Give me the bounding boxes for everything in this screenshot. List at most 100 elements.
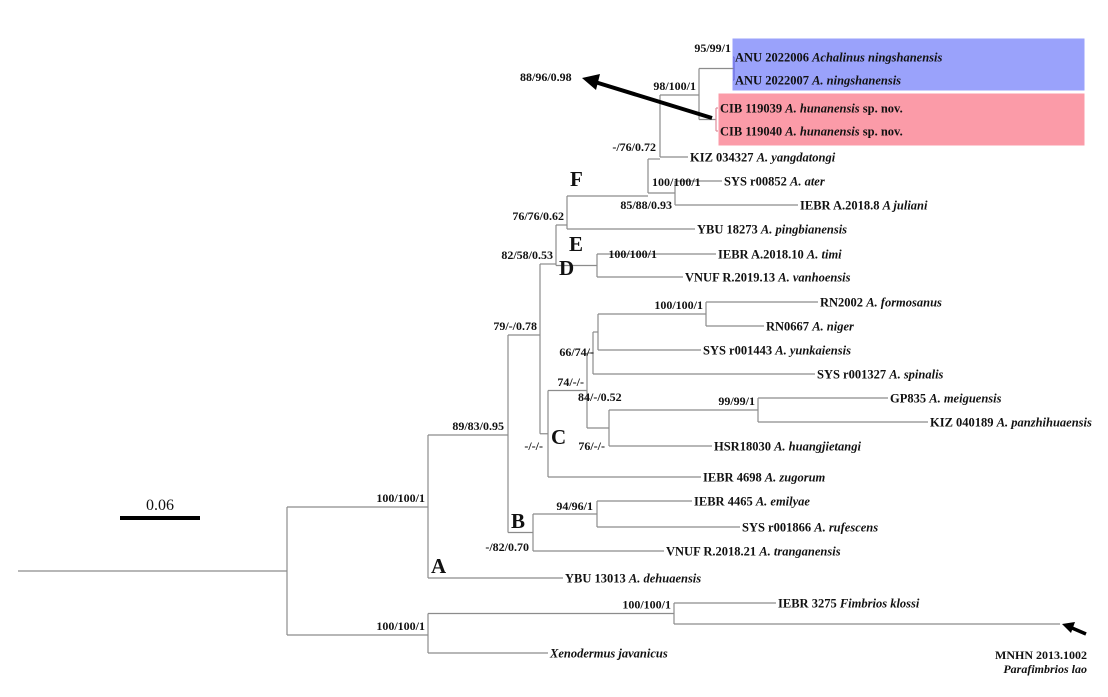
specimen-id: IEBR 4698: [703, 471, 765, 485]
support-value: -/82/0.70: [485, 540, 529, 554]
tip-label: SYS r001866 A. rufescens: [742, 521, 878, 535]
specimen-id: SYS r00852: [724, 175, 790, 189]
tip-label: YBU 18273 A. pingbianensis: [697, 223, 847, 237]
specimen-id: YBU 18273: [697, 223, 761, 237]
support-value: 82/58/0.53: [501, 248, 553, 262]
specimen-id: CIB 119040: [720, 125, 785, 139]
tip-label: IEBR 3275 Fimbrios klossi: [778, 597, 920, 611]
specimen-id: SYS r001866: [742, 521, 814, 535]
highlight-layer: [717, 37, 1086, 147]
specimen-id: SYS r001443: [703, 344, 775, 358]
species-suffix: sp. nov.: [860, 125, 903, 139]
species-suffix: sp. nov.: [860, 102, 903, 116]
specimen-id: IEBR 4465: [694, 495, 756, 509]
support-value: 85/88/0.93: [620, 198, 672, 212]
specimen-id: SYS r001327: [817, 368, 889, 382]
species-name: Fimbrios klossi: [839, 597, 920, 611]
species-name: A. timi: [806, 248, 842, 262]
species-name: A. meiguensis: [928, 392, 1001, 406]
specimen-id: CIB 119039: [720, 102, 785, 116]
specimen-id: KIZ 040189: [930, 416, 997, 430]
tip-label: ANU 2022006 Achalinus ningshanensis: [735, 51, 943, 65]
support-value: -/-/-: [524, 439, 543, 453]
specimen-id: IEBR A.2018.10: [718, 248, 807, 262]
highlight-box-ningshanensis: [731, 37, 1086, 92]
specimen-id: KIZ 034327: [690, 151, 757, 165]
support-value: 100/100/1: [376, 619, 425, 633]
labels-layer: 95/99/198/100/1-/76/0.7285/88/0.93100/10…: [376, 41, 1092, 661]
specimen-id: HSR18030: [714, 440, 774, 454]
specimen-id: ANU 2022006: [735, 51, 812, 65]
tip-label: KIZ 040189 A. panzhihuaensis: [930, 416, 1092, 430]
support-value: 100/100/1: [622, 598, 671, 612]
support-value: 79/-/0.78: [493, 319, 537, 333]
annotation-arrows: 88/96/0.98 MNHN 2013.1002 Parafimbrios l…: [520, 70, 1087, 676]
species-name: A. pingbianensis: [760, 223, 847, 237]
tip-label: IEBR A.2018.10 A. timi: [718, 248, 842, 262]
species-name: A. formosanus: [865, 296, 942, 310]
support-value: 100/100/1: [654, 298, 703, 312]
species-name: A. spinalis: [888, 368, 943, 382]
clade-label-f: F: [570, 167, 583, 191]
clade-label-c: C: [551, 425, 566, 449]
species-name: A. huangjietangi: [773, 440, 861, 454]
tip-label: ANU 2022007 A. ningshanensis: [735, 74, 901, 88]
species-name: A. dehuaensis: [628, 572, 701, 586]
tip-label: IEBR A.2018.8 A juliani: [800, 199, 928, 213]
tip-label: SYS r001443 A. yunkaiensis: [703, 344, 851, 358]
arrow-head-icon: [582, 74, 600, 90]
tip-label: YBU 13013 A. dehuaensis: [565, 572, 701, 586]
tip-label: SYS r001327 A. spinalis: [817, 368, 944, 382]
species-name: A. hunanensis: [784, 102, 859, 116]
annotation-label-parafimbrios-species: Parafimbrios lao: [1003, 662, 1087, 676]
annotation-label-hunanensis: 88/96/0.98: [520, 70, 572, 84]
support-value: 84/-/0.52: [578, 390, 622, 404]
species-name: A. ater: [789, 175, 825, 189]
tip-label: VNUF R.2018.21 A. tranganensis: [666, 545, 841, 559]
clade-label-b: B: [511, 509, 525, 533]
support-value: 98/100/1: [653, 79, 696, 93]
scale-bar-label: 0.06: [146, 497, 174, 514]
specimen-id: RN0667: [766, 320, 812, 334]
clade-label-d: D: [559, 256, 574, 280]
support-value: 89/83/0.95: [452, 419, 504, 433]
species-name: A. zugorum: [764, 471, 826, 485]
arrow-line-parafimbrios: [1071, 626, 1087, 636]
specimen-id: VNUF R.2018.21: [666, 545, 759, 559]
specimen-id: YBU 13013: [565, 572, 629, 586]
species-name: Xenodermus javanicus: [549, 647, 668, 661]
highlight-box-hunanensis: [717, 92, 1086, 147]
support-value: 99/99/1: [718, 394, 755, 408]
species-name: A. rufescens: [813, 521, 878, 535]
specimen-id: IEBR A.2018.8: [800, 199, 883, 213]
species-name: A juliani: [882, 199, 928, 213]
support-value: 100/100/1: [608, 247, 657, 261]
specimen-id: ANU 2022007: [735, 74, 812, 88]
species-name: A. niger: [811, 320, 854, 334]
tip-label: RN0667 A. niger: [766, 320, 854, 334]
support-value: -/76/0.72: [612, 140, 656, 154]
tip-label: SYS r00852 A. ater: [724, 175, 825, 189]
tip-label: Xenodermus javanicus: [549, 647, 668, 661]
species-name: A. emilyae: [755, 495, 811, 509]
clade-label-a: A: [431, 554, 447, 578]
annotation-label-parafimbrios-id: MNHN 2013.1002: [995, 648, 1087, 662]
tip-label: KIZ 034327 A. yangdatongi: [690, 151, 836, 165]
tip-label: HSR18030 A. huangjietangi: [714, 440, 861, 454]
species-name: Achalinus ningshanensis: [811, 51, 942, 65]
species-name: A. yangdatongi: [756, 151, 836, 165]
clade-label-e: E: [569, 232, 583, 256]
support-value: 100/100/1: [376, 491, 425, 505]
tip-label: IEBR 4698 A. zugorum: [703, 471, 826, 485]
species-name: A. vanhoensis: [777, 271, 850, 285]
scale-bar: 0.06: [120, 497, 200, 520]
support-value: 100/100/1: [652, 175, 701, 189]
specimen-id: IEBR 3275: [778, 597, 840, 611]
species-name: A. hunanensis: [784, 125, 859, 139]
tip-label: VNUF R.2019.13 A. vanhoensis: [685, 271, 851, 285]
support-value: 94/96/1: [556, 499, 593, 513]
support-value: 66/74/-: [559, 345, 594, 359]
specimen-id: GP835: [890, 392, 929, 406]
specimen-id: RN2002: [820, 296, 866, 310]
